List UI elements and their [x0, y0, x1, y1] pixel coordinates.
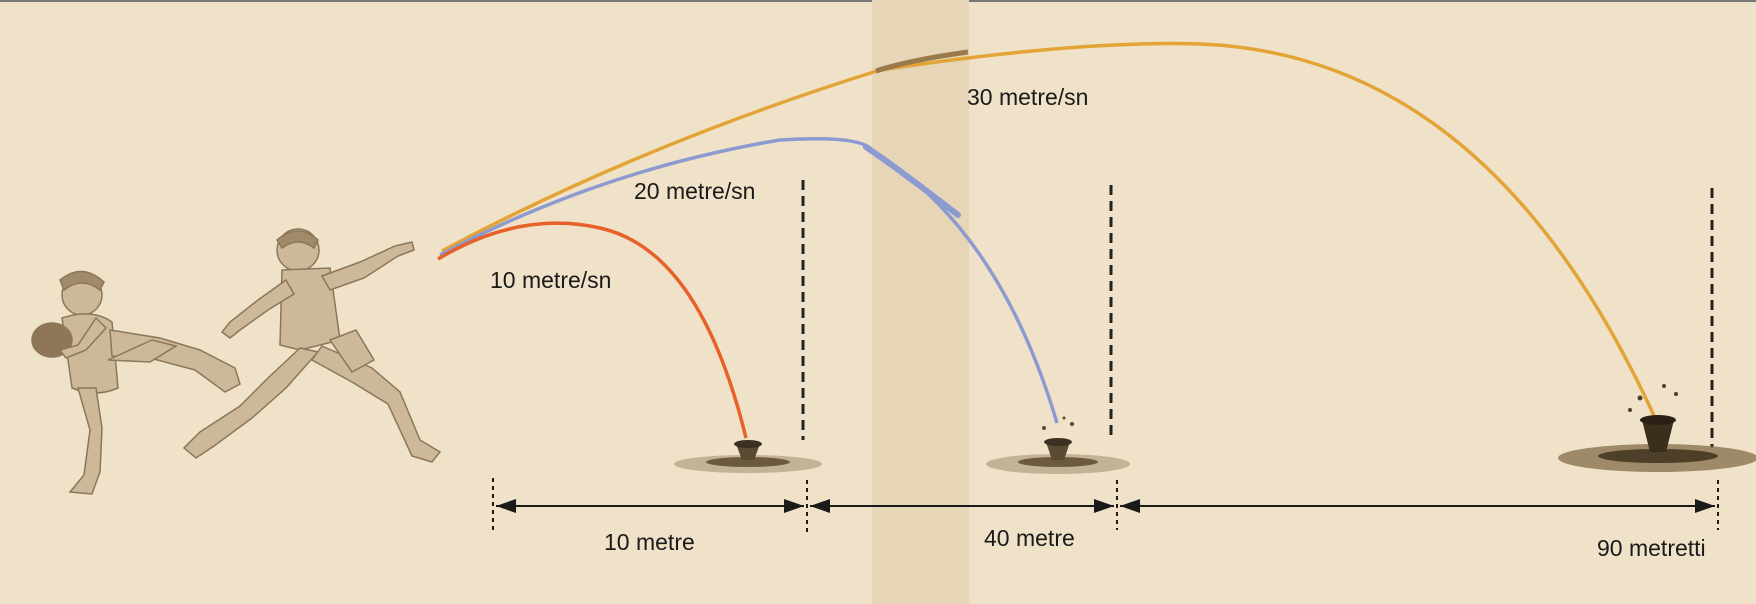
speed-label-20: 20 metre/sn	[634, 178, 755, 204]
water-splash-icon	[986, 416, 1130, 474]
water-splash-icon	[1558, 384, 1756, 472]
water-splash-icon	[674, 440, 822, 473]
throwing-boy-icon	[182, 228, 442, 463]
speed-label-30: 30 metre/sn	[967, 84, 1088, 110]
trajectory-30-fold-segment	[875, 49, 969, 74]
trajectory-30	[441, 41, 1657, 419]
distance-label-40: 40 metre	[984, 525, 1075, 551]
boy-with-ball-icon	[31, 270, 241, 495]
trajectory-20-fold-segment	[863, 144, 961, 218]
speed-label-10: 10 metre/sn	[490, 267, 611, 293]
trajectory-20	[439, 137, 1059, 424]
distance-label-90: 90 metretti	[1597, 535, 1706, 561]
dimension-lines	[492, 478, 1719, 532]
trajectory-10	[437, 221, 748, 439]
page-fold-band	[872, 0, 969, 604]
distance-label-10: 10 metre	[604, 529, 695, 555]
